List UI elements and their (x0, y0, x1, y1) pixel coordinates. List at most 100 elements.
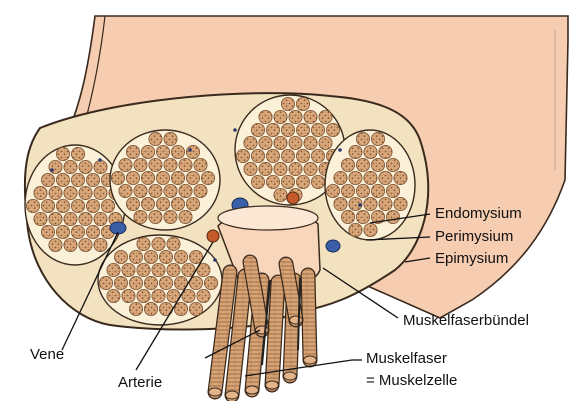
muscle-fiber (49, 186, 62, 199)
muscle-fiber (94, 186, 107, 199)
muscle-fiber (281, 97, 294, 110)
muscle-fiber (144, 250, 157, 263)
muscle-fiber (79, 212, 92, 225)
muscle-fiber (159, 250, 172, 263)
muscle-fiber (167, 237, 180, 250)
muscle-fiber (289, 136, 302, 149)
muscle-fiber (152, 263, 165, 276)
muscle-fiber (156, 145, 169, 158)
muscle-fiber (386, 158, 399, 171)
muscle-fiber (79, 238, 92, 251)
muscle-fiber (171, 197, 184, 210)
muscle-fiber (189, 302, 202, 315)
muscle-fiber (134, 210, 147, 223)
muscle-fiber (349, 171, 362, 184)
muscle-fiber (34, 212, 47, 225)
muscle-fiber-bundle (209, 262, 317, 399)
muscle-fiber (319, 136, 332, 149)
capillary (50, 168, 54, 172)
muscle-fiber (107, 289, 120, 302)
muscle-fiber (129, 250, 142, 263)
capillary (233, 128, 237, 132)
muscle-fiber (311, 123, 324, 136)
muscle-fiber (144, 276, 157, 289)
muscle-fiber (386, 210, 399, 223)
muscle-fiber (119, 158, 132, 171)
muscle-fiber (149, 184, 162, 197)
muscle-fiber (281, 149, 294, 162)
muscle-fiber (304, 136, 317, 149)
muscle-fiber (197, 289, 210, 302)
fascicle (110, 130, 220, 230)
muscle-fiber (364, 197, 377, 210)
muscle-fiber (259, 136, 272, 149)
muscle-fiber (71, 173, 84, 186)
muscle-fiber (34, 186, 47, 199)
muscle-fiber (386, 184, 399, 197)
muscle-fiber (266, 175, 279, 188)
muscle-fiber (149, 132, 162, 145)
muscle-fiber (149, 158, 162, 171)
muscle-fiber (26, 199, 39, 212)
muscle-fiber (251, 175, 264, 188)
muscle-fiber (371, 132, 384, 145)
fascicle (98, 235, 222, 325)
muscle-fiber (152, 237, 165, 250)
muscle-fiber (179, 158, 192, 171)
muscle-fiber (126, 171, 139, 184)
muscle-fiber (364, 223, 377, 236)
muscle-fiber (141, 197, 154, 210)
muscle-fiber (56, 147, 69, 160)
muscle-fiber (281, 175, 294, 188)
muscle-fiber (274, 188, 287, 201)
muscle-fiber (49, 212, 62, 225)
capillary (213, 258, 217, 262)
label-perimysium: Perimysium (435, 228, 513, 245)
muscle-fiber (304, 162, 317, 175)
muscle-fiber (179, 184, 192, 197)
muscle-fiber (122, 289, 135, 302)
label-epimysium: Epimysium (435, 250, 508, 267)
muscle-fiber (186, 197, 199, 210)
muscle-fiber (274, 110, 287, 123)
muscle-fiber (319, 110, 332, 123)
muscle-fiber (79, 186, 92, 199)
muscle-fiber (356, 184, 369, 197)
muscle-fiber (114, 250, 127, 263)
muscle-fiber (141, 171, 154, 184)
muscle-fiber (49, 160, 62, 173)
muscle-fiber (364, 145, 377, 158)
muscle-fiber (194, 158, 207, 171)
capillary (358, 203, 362, 207)
label-muskelfaserbuendel: Muskelfaserbündel (403, 312, 529, 329)
muscle-fiber (134, 158, 147, 171)
muscle-fiber (349, 223, 362, 236)
muscle-fiber (341, 158, 354, 171)
muscle-fiber (251, 149, 264, 162)
muscle-fiber (266, 149, 279, 162)
muscle-fiber (364, 171, 377, 184)
muscle-fiber (129, 302, 142, 315)
muscle-fiber (167, 263, 180, 276)
muscle-fiber (171, 171, 184, 184)
muscle-fiber (281, 123, 294, 136)
muscle-fiber (134, 184, 147, 197)
muscle-fiber (296, 175, 309, 188)
muscle-fiber (341, 184, 354, 197)
muscle-fiber (371, 158, 384, 171)
muscle-fiber (349, 145, 362, 158)
label-arterie: Arterie (118, 374, 162, 391)
capillary (338, 148, 342, 152)
muscle-fiber (164, 158, 177, 171)
muscle-fiber (164, 184, 177, 197)
label-muskelzelle: = Muskelzelle (366, 372, 457, 389)
muscle-fiber (379, 171, 392, 184)
muscle-fiber (86, 173, 99, 186)
muscle-fiber (356, 132, 369, 145)
muscle-fiber (394, 197, 407, 210)
muscle-fiber (296, 149, 309, 162)
artery-icon (287, 192, 299, 204)
muscle-fiber (334, 171, 347, 184)
muscle-fiber (71, 199, 84, 212)
muscle-fiber (122, 263, 135, 276)
